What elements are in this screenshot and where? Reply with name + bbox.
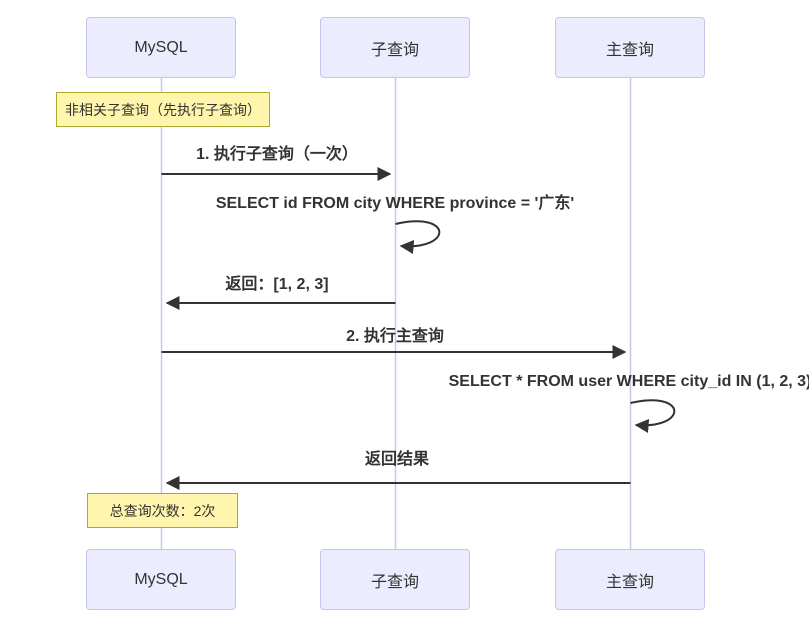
actor-bottom-mysql: MySQL bbox=[86, 549, 236, 610]
message-select-user: SELECT * FROM user WHERE city_id IN (1, … bbox=[448, 373, 809, 390]
message-execute-mainquery: 2. 执行主查询 bbox=[346, 328, 444, 345]
note-total-query-count: 总查询次数：2次 bbox=[87, 493, 238, 528]
actor-top-subquery: 子查询 bbox=[320, 17, 470, 78]
self-loop-mainquery bbox=[630, 399, 676, 433]
self-loop-subquery bbox=[395, 220, 441, 254]
message-select-city: SELECT id FROM city WHERE province = '广东… bbox=[215, 195, 575, 212]
message-return-result: 返回结果 bbox=[364, 451, 430, 468]
note-uncorrelated-subquery: 非相关子查询（先执行子查询） bbox=[56, 92, 270, 127]
message-return-ids: 返回：[1, 2, 3] bbox=[225, 276, 329, 293]
actor-top-mysql: MySQL bbox=[86, 17, 236, 78]
actor-top-mainquery: 主查询 bbox=[555, 17, 705, 78]
actor-bottom-mainquery: 主查询 bbox=[555, 549, 705, 610]
actor-bottom-subquery: 子查询 bbox=[320, 549, 470, 610]
message-execute-subquery: 1. 执行子查询（一次） bbox=[196, 146, 358, 163]
